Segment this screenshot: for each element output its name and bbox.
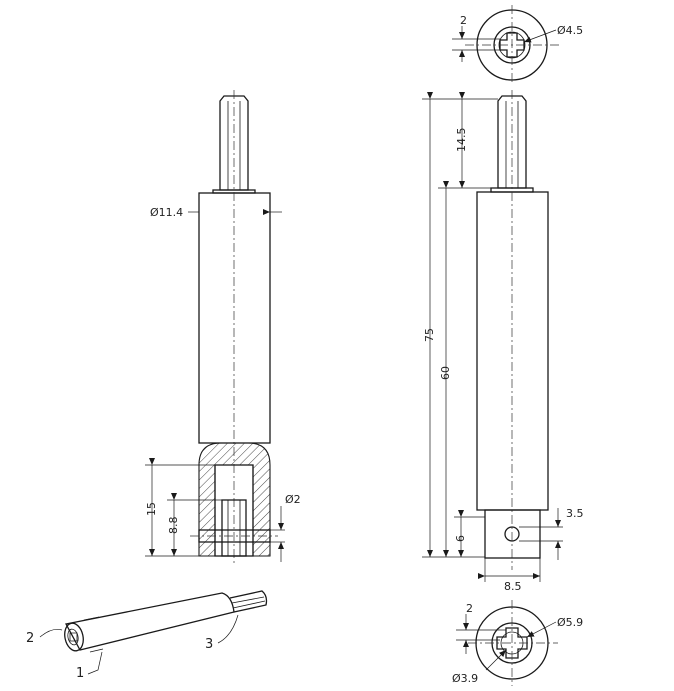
- callout-3: 3: [205, 637, 213, 652]
- top-offset: 2: [460, 14, 467, 27]
- dim-body-length: 60: [439, 366, 452, 380]
- dim-end-width: 8.5: [504, 580, 522, 593]
- callout-2: 2: [26, 631, 34, 646]
- dim-total-length: 75: [423, 328, 436, 342]
- dim-hole-length: 8.8: [167, 517, 180, 535]
- dim-shaft-length: 14.5: [455, 128, 468, 153]
- bottom-outer-diameter: Ø5.9: [557, 616, 583, 629]
- callout-1: 1: [76, 666, 84, 681]
- front-view: Ø11.4 15 8.8 Ø2: [145, 90, 301, 565]
- dim-cross-hole: 3.5: [566, 507, 584, 520]
- top-diameter: Ø4.5: [557, 24, 583, 37]
- bottom-end-view: 2 Ø5.9 Ø3.9: [452, 600, 583, 686]
- bottom-offset: 2: [466, 602, 473, 615]
- dim-hole-position: 6: [454, 535, 467, 542]
- dim-hole-diameter: Ø2: [285, 493, 301, 506]
- top-end-view: 2 Ø4.5: [452, 5, 583, 85]
- side-view: 75 60 14.5 6 3.5 8.5: [422, 90, 584, 593]
- bottom-inner-diameter: Ø3.9: [452, 672, 478, 685]
- dim-bore-length: 15: [145, 502, 158, 516]
- isometric-view: 2 1 3: [26, 590, 268, 681]
- dim-body-diameter: Ø11.4: [150, 206, 183, 219]
